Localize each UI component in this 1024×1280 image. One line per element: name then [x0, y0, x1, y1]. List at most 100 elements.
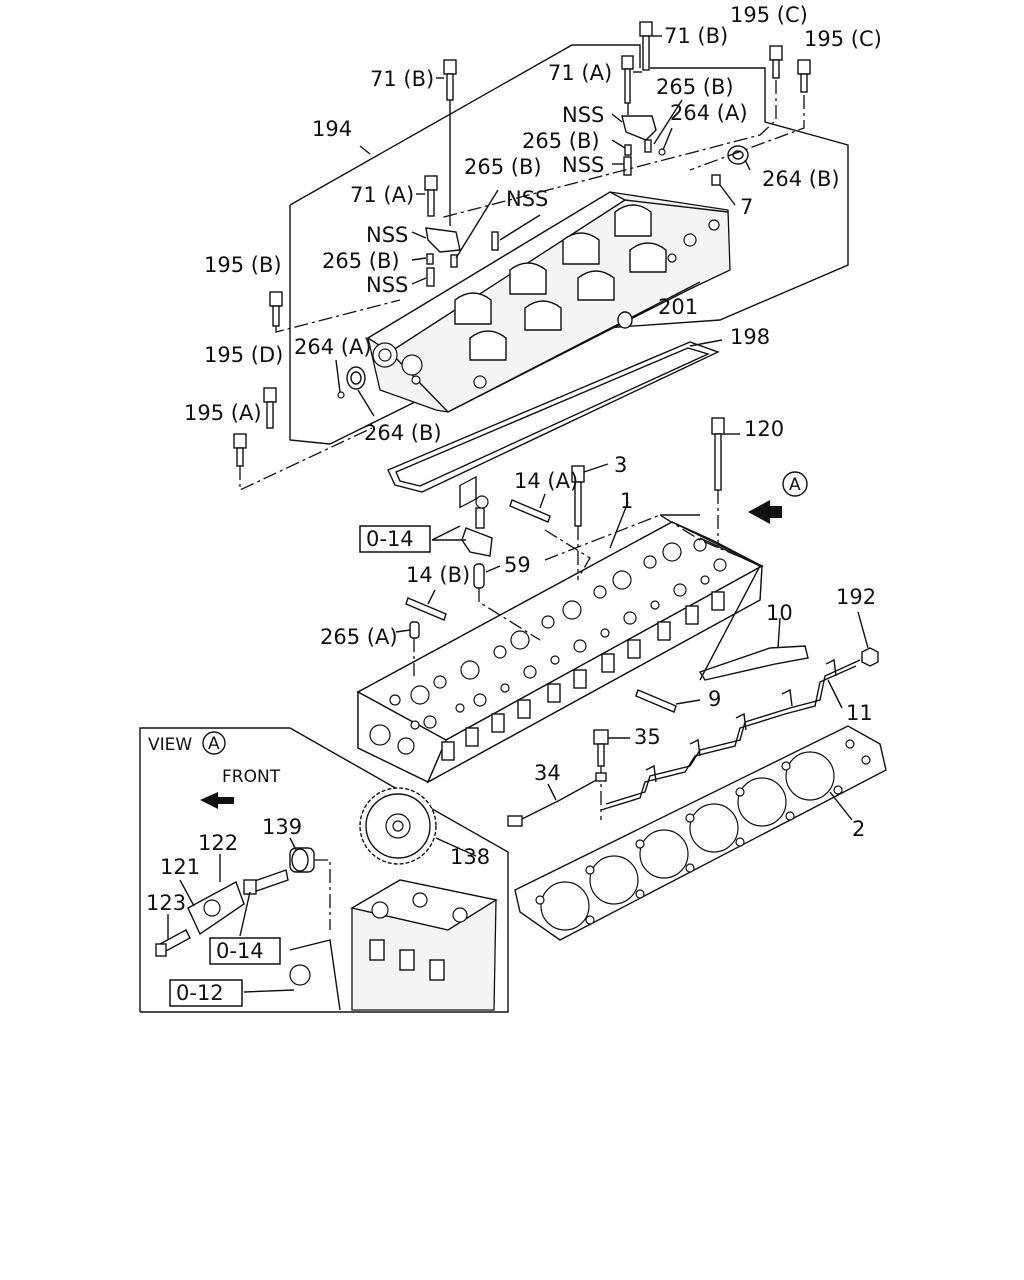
bolt-195c-b: [797, 59, 811, 93]
label-201: 201: [658, 295, 698, 319]
cylinder-head: [356, 475, 764, 784]
label-14b: 14 (B): [406, 563, 470, 587]
label-34: 34: [534, 761, 561, 785]
label-121: 121: [160, 855, 200, 879]
label-264a-left: 264 (A): [294, 335, 372, 359]
label-192: 192: [836, 585, 876, 609]
stud-9: [635, 689, 677, 713]
stud-7: [711, 174, 721, 186]
bolt-120: [711, 417, 725, 491]
ref-box-014-top: [359, 525, 431, 553]
view-a-inset: [139, 727, 509, 1013]
connector-11: [600, 658, 861, 811]
bolt-3: [571, 465, 585, 527]
bolt-71b-left: [443, 59, 457, 101]
label-nss-3: NSS: [506, 187, 548, 211]
gear-138: [359, 787, 437, 865]
nut-192: [861, 647, 879, 667]
seal-264a-left: [337, 391, 345, 399]
label-59: 59: [504, 553, 531, 577]
label-9: 9: [708, 687, 721, 711]
label-2: 2: [852, 817, 865, 841]
pin-nss-low: [426, 267, 435, 287]
bolt-123: [155, 929, 191, 957]
harness-34: [507, 772, 607, 827]
pin-nss-top: [623, 156, 632, 176]
label-265b-left: 265 (B): [464, 155, 542, 179]
label-195d: 195 (D): [204, 343, 283, 367]
label-box-012: 0-12: [176, 981, 224, 1005]
label-139: 139: [262, 815, 302, 839]
label-7: 7: [740, 195, 753, 219]
label-11: 11: [846, 701, 873, 725]
label-71b-top: 71 (B): [664, 24, 728, 48]
dowel-265a: [409, 621, 420, 639]
gasket-198: [387, 341, 720, 493]
label-35: 35: [634, 725, 661, 749]
bracket-nss-mid: [425, 227, 461, 253]
label-265b-low: 265 (B): [322, 249, 400, 273]
part-labels: 71 (B) 195 (C) 195 (C) 71 (B) 71 (A) 265…: [146, 3, 882, 1005]
dowel-265b-mid: [624, 144, 632, 156]
label-nss-1: NSS: [562, 103, 604, 127]
head-gasket-2: [514, 725, 887, 941]
label-10: 10: [766, 601, 793, 625]
stud-14a: [509, 499, 551, 523]
label-264b-low: 264 (B): [364, 421, 442, 445]
bolt-35: [593, 729, 609, 767]
label-14a: 14 (A): [514, 469, 578, 493]
ref-box-012: [169, 979, 243, 1007]
bolt-71b-top: [639, 21, 653, 71]
label-264b-right: 264 (B): [762, 167, 840, 191]
label-264a-top: 264 (A): [670, 101, 748, 125]
seal-264a-top: [658, 148, 666, 156]
label-195c-b: 195 (C): [804, 27, 882, 51]
label-122: 122: [198, 831, 238, 855]
label-195b: 195 (B): [204, 253, 282, 277]
label-123: 123: [146, 891, 186, 915]
bolt-195c-a: [769, 45, 783, 79]
bolt-195d: [263, 387, 277, 429]
bolt-195a: [233, 433, 247, 467]
view-a-arrow: [748, 500, 782, 524]
camshaft-carrier: [366, 191, 731, 413]
bolt-014-view: [243, 869, 289, 895]
dowel-59: [473, 563, 485, 589]
label-3: 3: [614, 453, 627, 477]
label-194: 194: [312, 117, 352, 141]
bolt-195b: [269, 291, 283, 327]
stud-14b: [405, 597, 447, 621]
label-1: 1: [620, 489, 633, 513]
sensor-014-top: [461, 495, 493, 557]
label-71a-top: 71 (A): [548, 61, 612, 85]
dowel-265b-left: [426, 253, 434, 265]
head-ports: [459, 475, 477, 509]
label-view-a-marker: A: [789, 475, 801, 495]
label-71b-left: 71 (B): [370, 67, 434, 91]
plug-201: [617, 311, 633, 329]
label-nss-4: NSS: [366, 223, 408, 247]
view-a-marker-circle: [782, 471, 808, 497]
cover-plate-121: [187, 880, 245, 936]
plug-264b-lower: [346, 366, 366, 390]
leader-lines: [167, 35, 869, 993]
label-71a-mid: 71 (A): [350, 183, 414, 207]
label-view-circle: A: [208, 734, 220, 754]
label-box-014-view: 0-14: [216, 939, 264, 963]
label-box-014-top: 0-14: [366, 527, 414, 551]
label-198: 198: [730, 325, 770, 349]
label-view-title: VIEW: [148, 735, 192, 755]
label-265b-top: 265 (B): [656, 75, 734, 99]
label-138: 138: [450, 845, 490, 869]
dowel-265b-top: [644, 139, 652, 153]
pin-nss-middle: [491, 231, 499, 251]
label-front: FRONT: [222, 767, 281, 787]
label-265a: 265 (A): [320, 625, 398, 649]
dowel-265b-low: [450, 254, 458, 268]
label-120: 120: [744, 417, 784, 441]
label-195a: 195 (A): [184, 401, 262, 425]
label-nss-5: NSS: [366, 273, 408, 297]
engine-block-sketch: [289, 879, 498, 1011]
bushing-139: [289, 847, 315, 873]
